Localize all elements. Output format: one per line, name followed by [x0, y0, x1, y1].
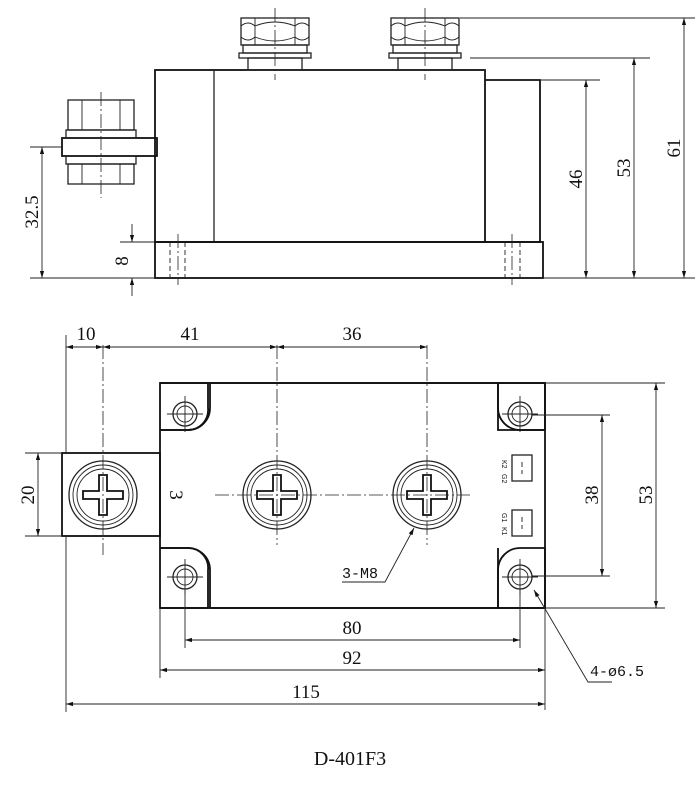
dim-overall-length: 115 — [292, 682, 320, 703]
pin-g2-label: G2 — [500, 474, 507, 483]
top-view: K2 G2 G1 K1 3 10 41 36 20 38 53 80 — [18, 324, 665, 712]
mounting-hole-br — [501, 558, 539, 596]
dim-terminal-height: 32.5 — [22, 195, 43, 228]
pin-g1-label: G1 — [500, 513, 507, 522]
control-pins: K2 G2 G1 K1 — [500, 454, 533, 537]
dim-base-width: 92 — [343, 648, 362, 669]
side-view: 32.5 8 46 53 61 — [22, 8, 695, 296]
dim-pitch-2: 36 — [343, 324, 362, 345]
dim-hole-pitch: 80 — [343, 618, 362, 639]
pin-k2-label: K2 — [500, 460, 507, 469]
dim-pitch-1: 41 — [181, 324, 200, 345]
terminal-number-label: 3 — [165, 490, 186, 500]
dim-offset-left: 10 — [77, 324, 96, 345]
dim-base-thickness: 8 — [112, 256, 133, 266]
dim-terminal-width: 20 — [18, 486, 39, 505]
hole-callout: 4-ø6.5 — [590, 664, 644, 681]
dim-height-total: 61 — [664, 139, 685, 158]
part-number-caption: D-401F3 — [314, 748, 386, 770]
mounting-hole-tl — [166, 395, 204, 433]
dim-height-mid: 53 — [614, 159, 635, 178]
base-plate-side — [154, 241, 544, 279]
screw-callout: 3-M8 — [342, 566, 378, 583]
module-body-side — [154, 69, 486, 243]
dim-height-body: 46 — [566, 170, 587, 189]
side-tab-top — [61, 452, 161, 537]
dim-body-height: 53 — [636, 486, 657, 505]
side-terminal — [61, 92, 158, 198]
mounting-hole-bl — [166, 558, 204, 596]
dim-control-span: 38 — [582, 486, 603, 505]
pin-k1-label: K1 — [500, 527, 507, 536]
